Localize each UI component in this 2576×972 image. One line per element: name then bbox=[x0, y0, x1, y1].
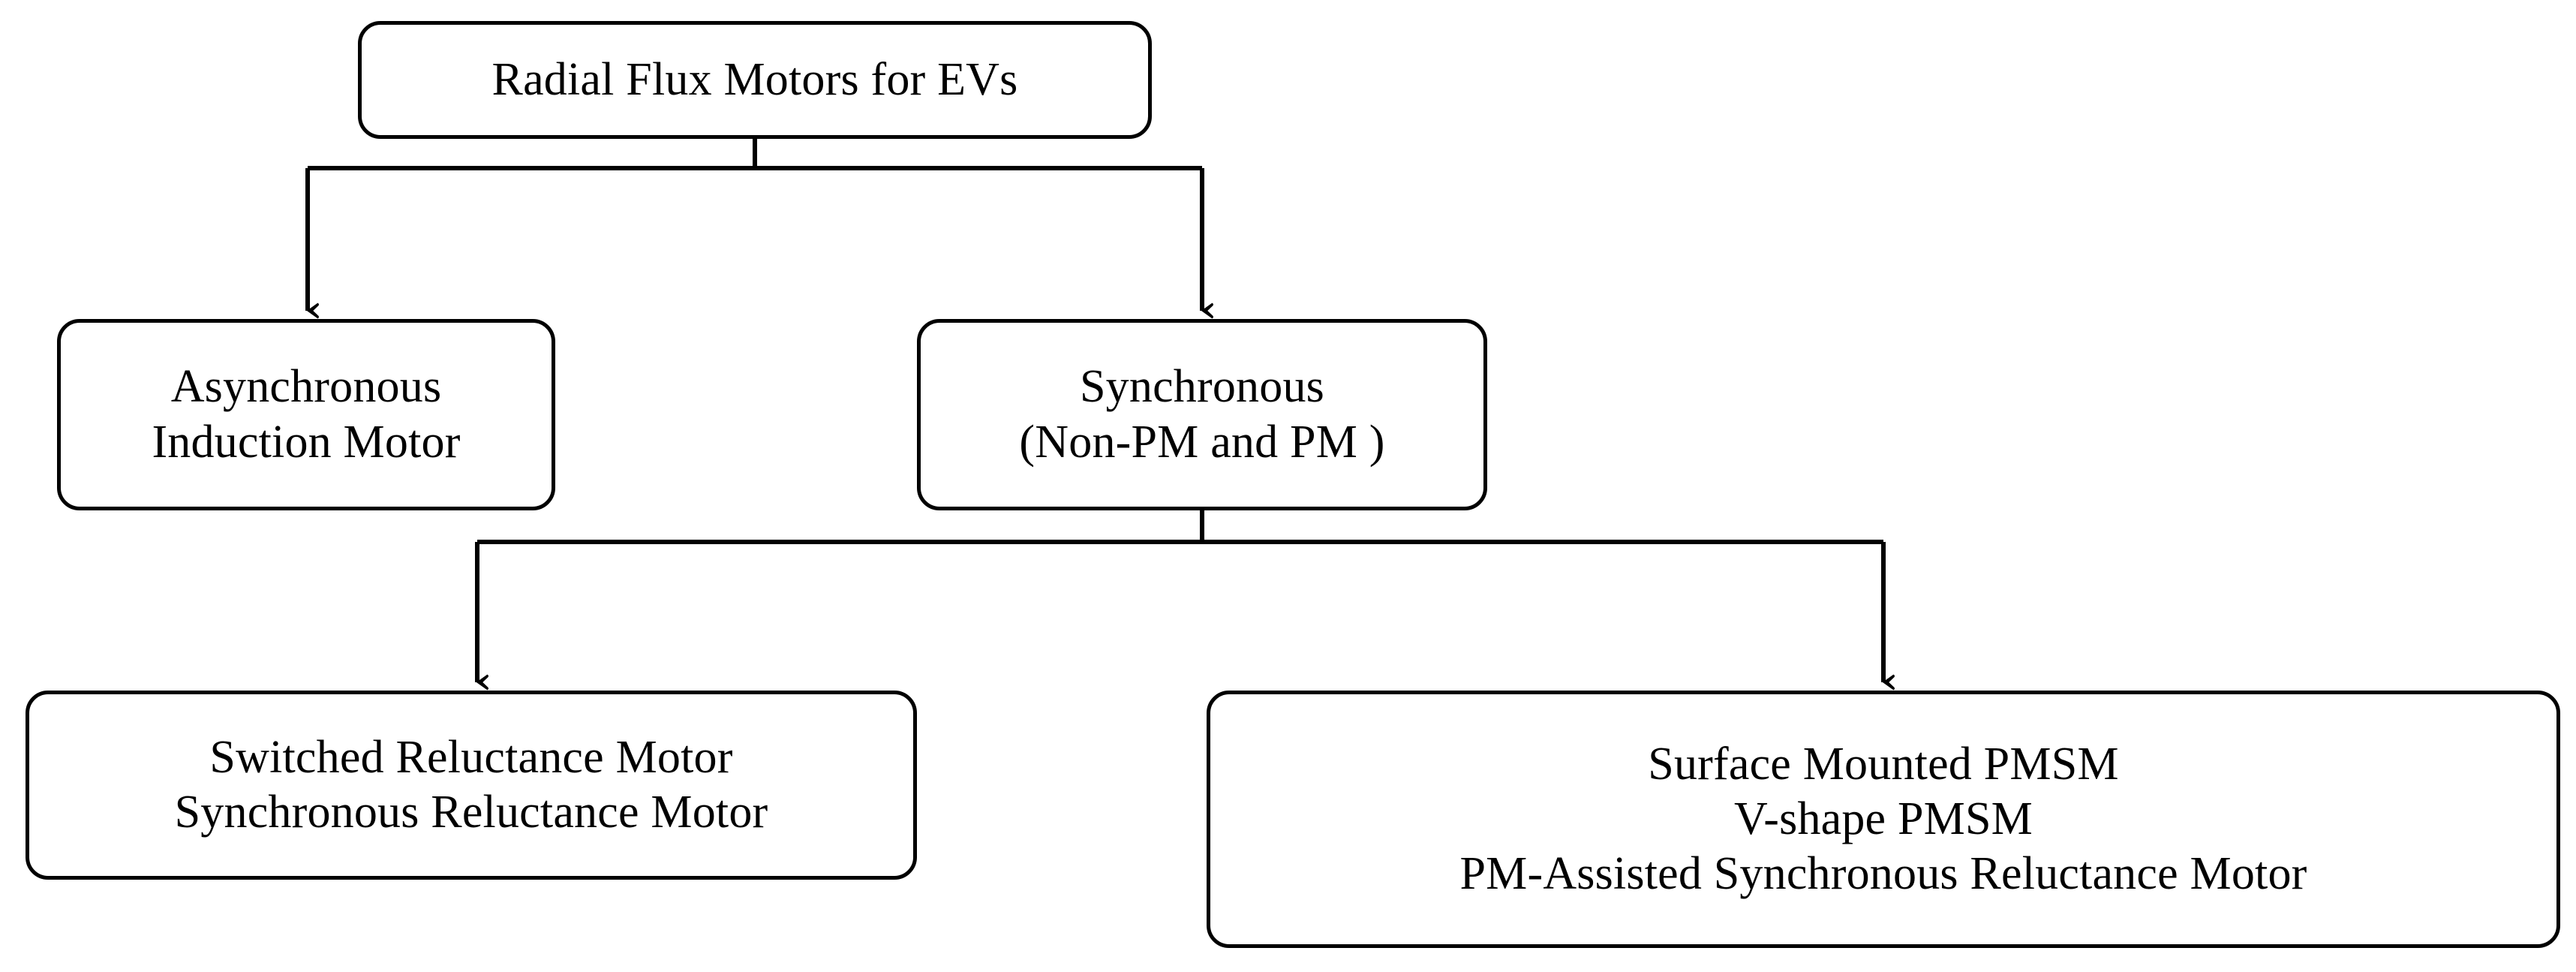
node-synchronous-line-2: (Non-PM and PM ) bbox=[1019, 416, 1385, 468]
node-pmsm-variants[interactable]: Surface Mounted PMSM V-shape PMSM PM-Ass… bbox=[1207, 691, 2560, 948]
node-asynchronous-induction-motor[interactable]: Asynchronous Induction Motor bbox=[57, 319, 555, 510]
node-asynchronous-line-1: Asynchronous bbox=[170, 361, 442, 413]
node-root-line-1: Radial Flux Motors for EVs bbox=[491, 53, 1018, 105]
node-asynchronous-line-2: Induction Motor bbox=[152, 416, 461, 468]
node-synchronous-non-pm-and-pm[interactable]: Synchronous (Non-PM and PM ) bbox=[917, 319, 1487, 510]
node-synchronous-line-1: Synchronous bbox=[1080, 361, 1324, 413]
node-reluctance-line-1: Switched Reluctance Motor bbox=[209, 731, 733, 783]
node-pmsm-line-2: V-shape PMSM bbox=[1733, 793, 2033, 844]
node-pmsm-line-3: PM-Assisted Synchronous Reluctance Motor bbox=[1459, 848, 2307, 900]
node-reluctance-motors[interactable]: Switched Reluctance Motor Synchronous Re… bbox=[26, 691, 917, 880]
node-radial-flux-motors-for-evs[interactable]: Radial Flux Motors for EVs bbox=[358, 21, 1152, 139]
node-reluctance-line-2: Synchronous Reluctance Motor bbox=[174, 787, 768, 838]
node-pmsm-line-1: Surface Mounted PMSM bbox=[1648, 738, 2119, 790]
